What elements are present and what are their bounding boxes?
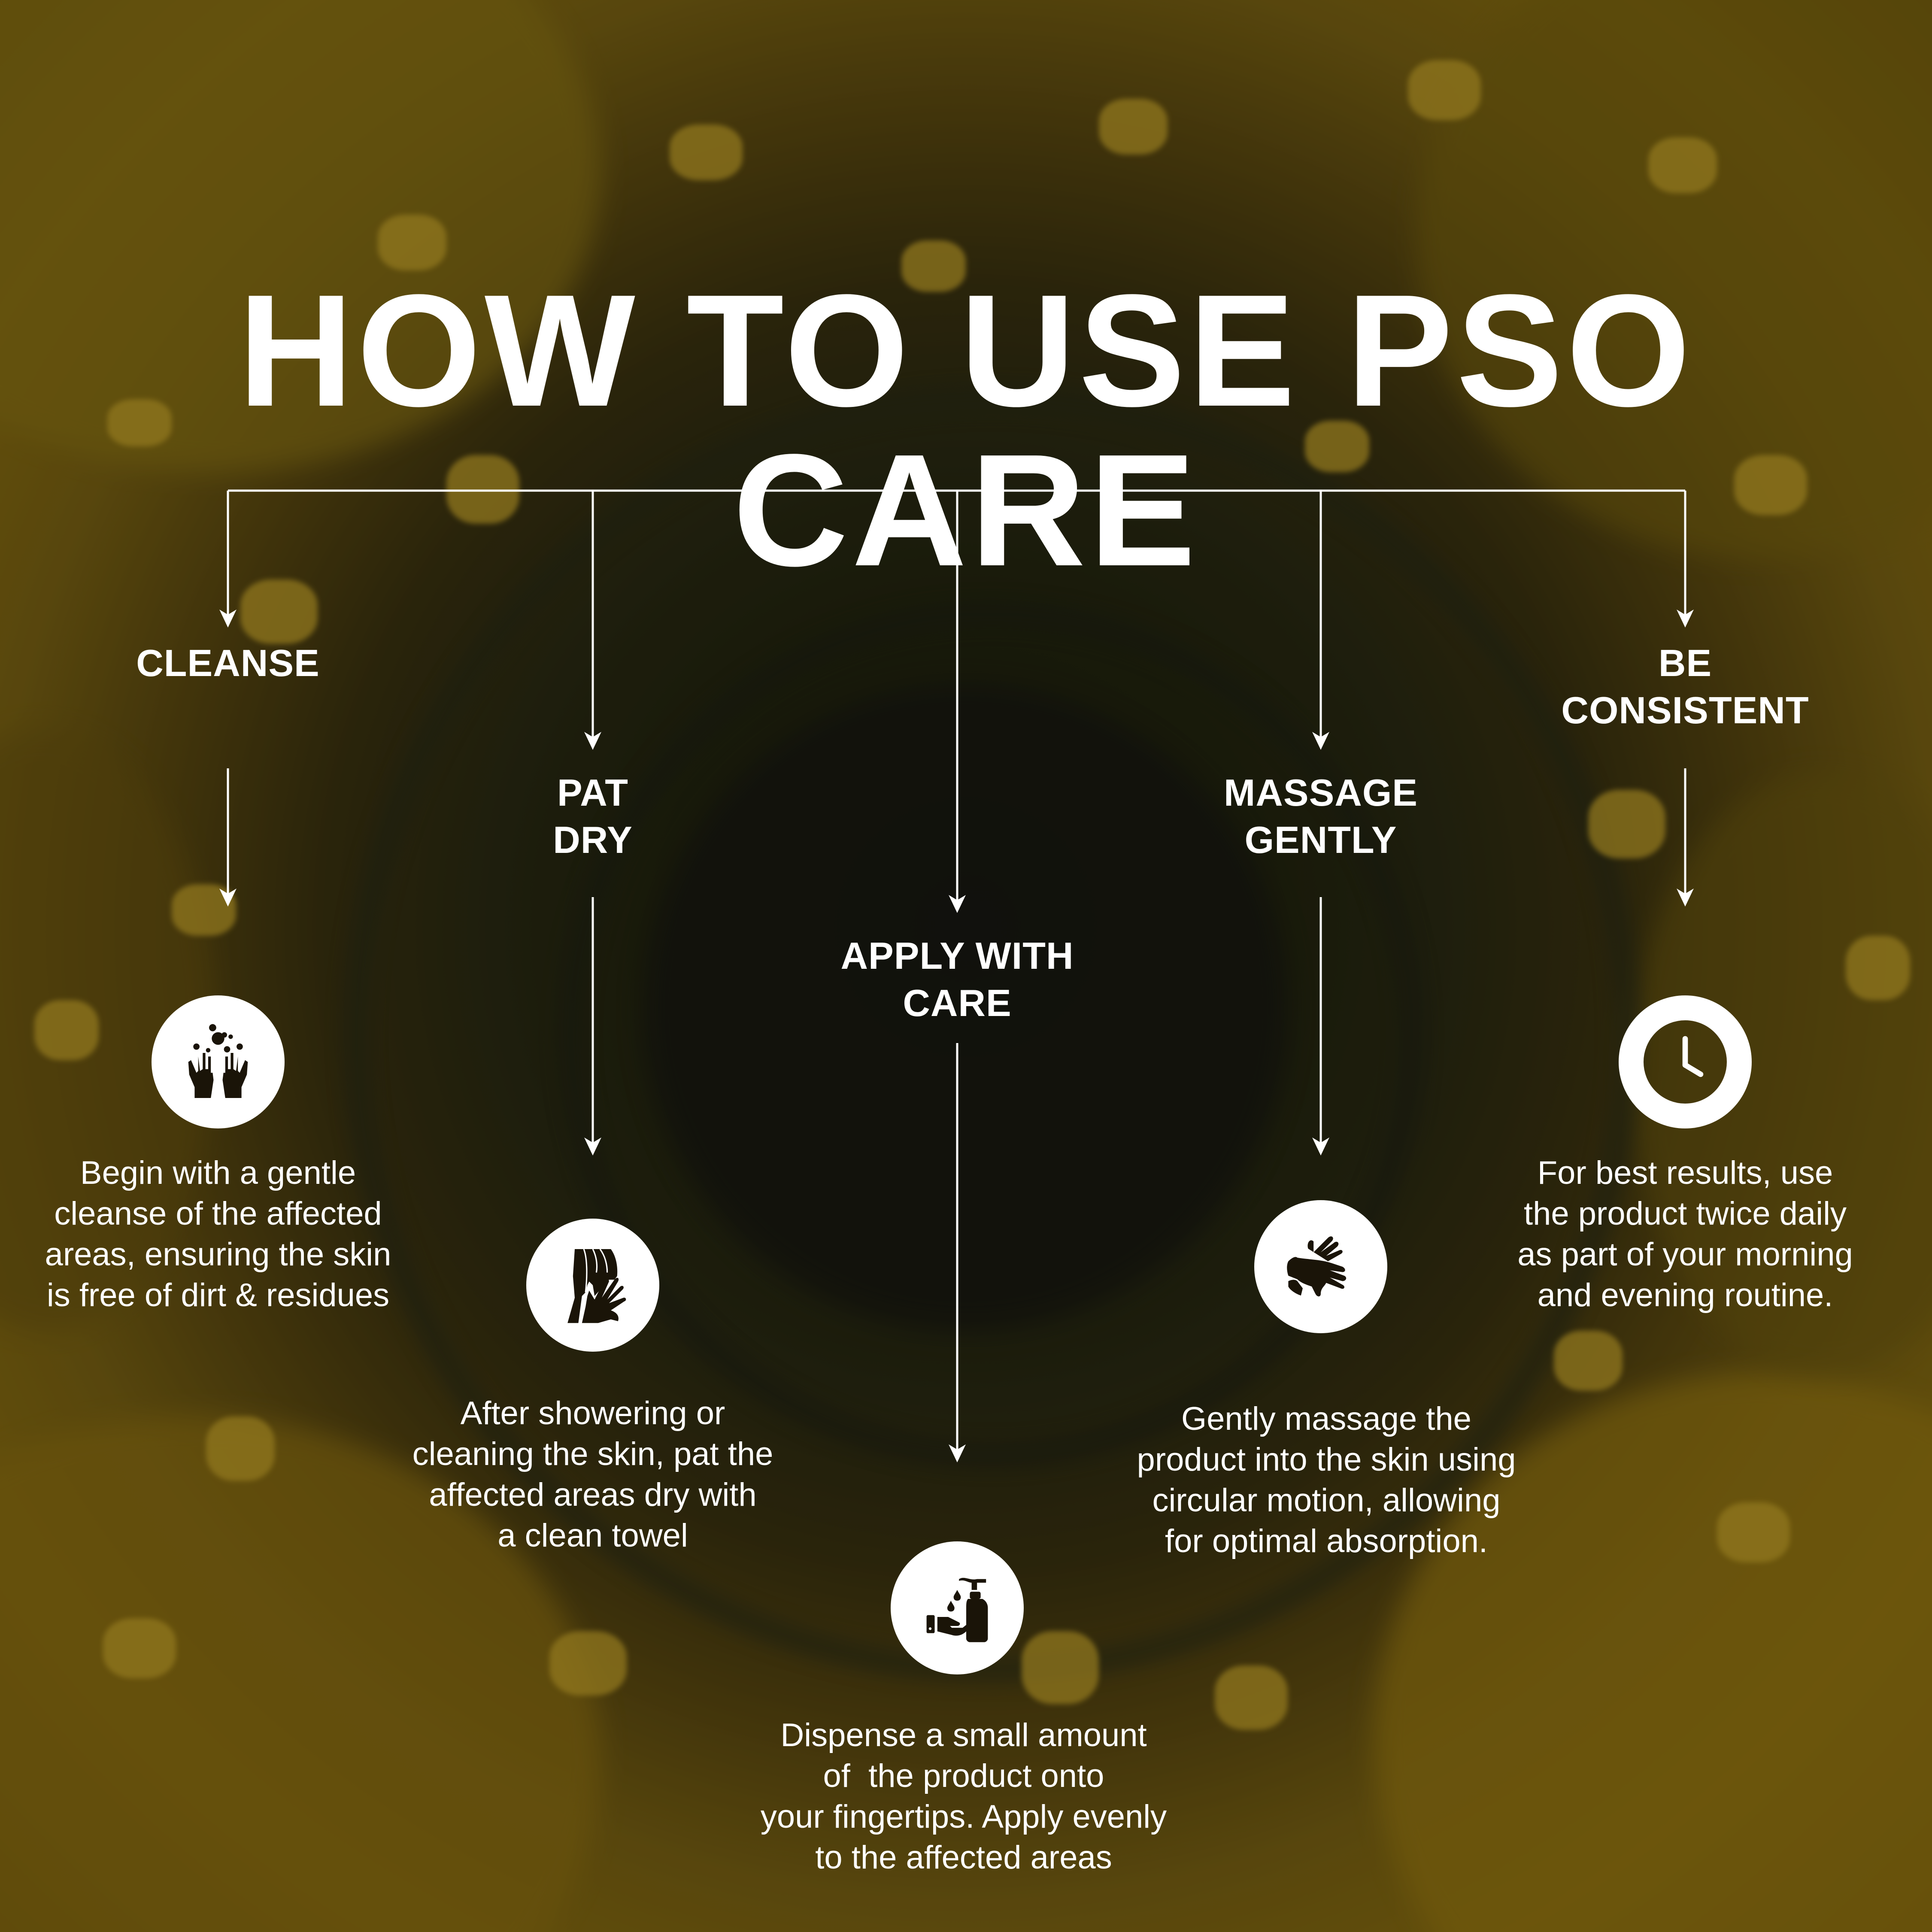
heading-line: CONSISTENT	[1561, 689, 1809, 731]
heading-line: APPLY WITH	[840, 934, 1074, 977]
icon-badge	[1254, 1200, 1387, 1333]
description-line: affected areas dry with	[429, 1477, 757, 1513]
heading-line: CARE	[903, 982, 1012, 1024]
step-heading: APPLY WITH CARE	[841, 932, 1074, 1027]
heading-line: GENTLY	[1244, 819, 1397, 861]
step-description: For best results, use the product twice …	[1517, 1153, 1853, 1316]
description-line: your fingertips. Apply evenly	[760, 1799, 1167, 1835]
description-line: product into the skin using	[1137, 1441, 1516, 1478]
description-line: After showering or	[460, 1395, 725, 1432]
step-description: Gently massage the product into the skin…	[1137, 1398, 1516, 1562]
description-line: a clean towel	[497, 1517, 688, 1554]
description-line: to the affected areas	[815, 1839, 1112, 1876]
page-title: HOW TO USE PSO CARE	[238, 261, 1694, 599]
description-line: For best results, use	[1537, 1155, 1833, 1191]
heading-line: PAT	[557, 771, 628, 814]
hands-washing-icon	[188, 1024, 248, 1098]
description-line: is free of dirt & residues	[46, 1277, 390, 1313]
step-description: Begin with a gentle cleanse of the affec…	[45, 1153, 391, 1316]
heading-line: DRY	[553, 819, 633, 861]
description-line: for optimal absorption.	[1165, 1523, 1488, 1559]
heading-line: MASSAGE	[1224, 771, 1418, 814]
step-heading: BE CONSISTENT	[1561, 640, 1809, 734]
description-line: of the product onto	[823, 1758, 1104, 1794]
icon-badge	[526, 1219, 659, 1352]
clock-icon	[1682, 1036, 1704, 1077]
icon-badge	[1619, 995, 1752, 1128]
step-heading: MASSAGE GENTLY	[1224, 769, 1418, 864]
description-line: and evening routine.	[1537, 1277, 1833, 1313]
icon-badge	[891, 1541, 1024, 1674]
hand-soap-dispenser-icon	[926, 1577, 988, 1642]
description-line: Begin with a gentle	[80, 1155, 356, 1191]
icon-badge	[152, 995, 285, 1128]
description-line: Gently massage the	[1181, 1401, 1471, 1437]
step-heading: PAT DRY	[553, 769, 633, 864]
rubbing-hands-icon	[1287, 1236, 1347, 1297]
description-line: Dispense a small amount	[780, 1717, 1147, 1753]
step-description: After showering or cleaning the skin, pa…	[412, 1393, 773, 1556]
description-line: cleaning the skin, pat the	[412, 1436, 773, 1472]
description-line: circular motion, allowing	[1152, 1482, 1501, 1519]
description-line: cleanse of the affected	[54, 1195, 382, 1232]
step-description: Dispense a small amount of the product o…	[761, 1715, 1167, 1878]
description-line: as part of your morning	[1517, 1236, 1853, 1273]
towel-hand-icon	[567, 1249, 626, 1323]
description-line: the product twice daily	[1524, 1195, 1847, 1232]
step-heading: CLEANSE	[136, 640, 320, 687]
heading-line: CLEANSE	[136, 642, 320, 684]
description-line: areas, ensuring the skin	[45, 1236, 391, 1273]
heading-line: BE	[1658, 642, 1712, 684]
